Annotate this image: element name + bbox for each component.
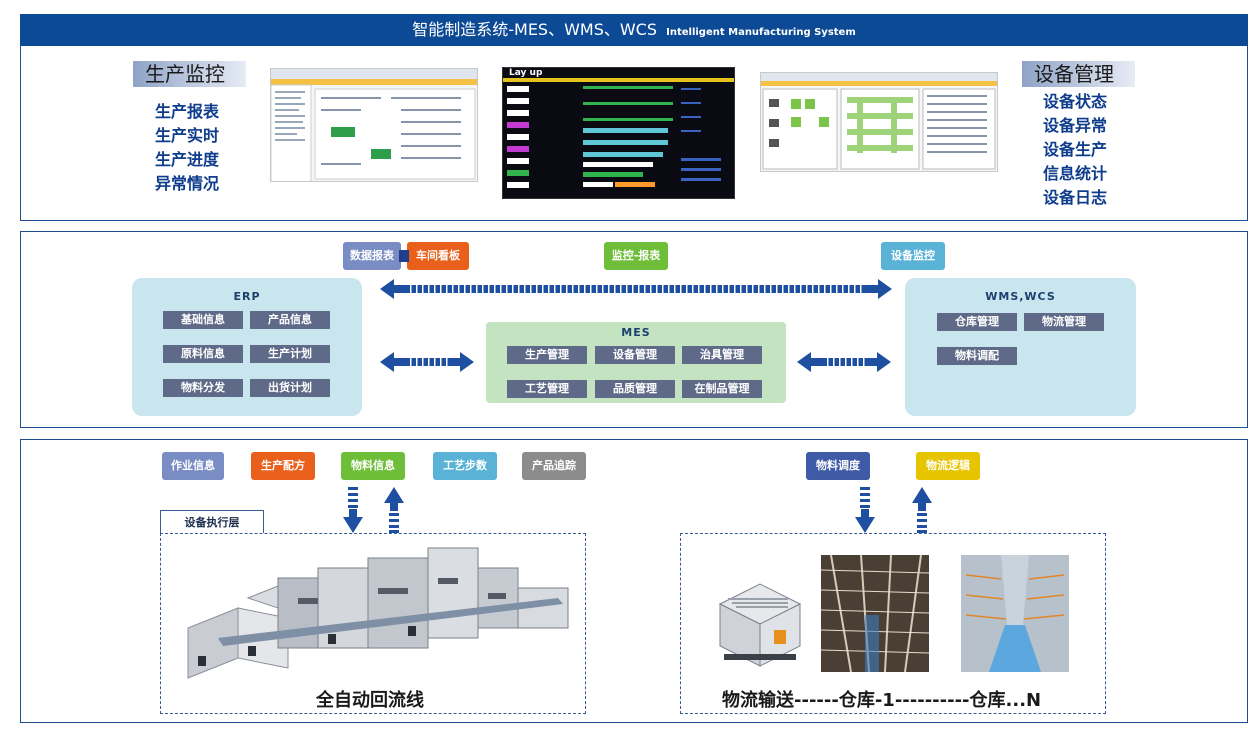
list-item: 生产进度 [155, 150, 220, 169]
erp-item: 物料分发 [163, 379, 243, 397]
production-monitor-title: 生产监控 [133, 61, 246, 87]
material-dispatch-pill: 物料调度 [806, 452, 870, 480]
list-item: 设备生产 [1043, 140, 1108, 159]
erp-mes-double-arrow [380, 352, 474, 372]
mes-title: MES [621, 326, 651, 339]
equipment-software-screenshot [760, 72, 998, 172]
logistics-box [680, 533, 1106, 714]
header-subtitle: Intelligent Manufacturing System [666, 27, 856, 38]
equipment-layer-label: 设备执行层 [160, 510, 264, 533]
erp-item: 基础信息 [163, 311, 243, 329]
logistics-caption: 物流输送------仓库-1----------仓库...N [722, 690, 1042, 711]
down-arrow-left [343, 487, 363, 533]
lay-up-monitor-screenshot: Lay up [502, 67, 735, 199]
erp-wms-double-arrow [380, 279, 892, 299]
erp-item: 出货计划 [250, 379, 330, 397]
equipment-management-title: 设备管理 [1022, 61, 1135, 87]
wms-item: 物料调配 [937, 347, 1017, 365]
up-arrow-left [384, 487, 404, 533]
equipment-execution-box [160, 533, 586, 714]
job-info-pill: 作业信息 [162, 452, 224, 480]
mes-item: 品质管理 [595, 380, 675, 398]
software-window-image [271, 69, 477, 181]
list-item: 设备日志 [1043, 188, 1108, 207]
workshop-board-pill: 车间看板 [407, 242, 469, 270]
logistics-logic-pill: 物流逻辑 [916, 452, 980, 480]
list-item: 信息统计 [1043, 164, 1108, 183]
mes-item: 生产管理 [507, 346, 587, 364]
mes-item: 工艺管理 [507, 380, 587, 398]
wms-item: 物流管理 [1024, 313, 1104, 331]
machine-block [187, 547, 569, 679]
data-report-pill: 数据报表 [343, 242, 401, 270]
erp-item: 原料信息 [163, 345, 243, 363]
wms-title: WMS,WCS [985, 290, 1056, 303]
warehouse-1-image [821, 555, 929, 672]
monitor-title: Lay up [509, 68, 543, 78]
list-item: 异常情况 [155, 174, 220, 193]
erp-panel: ERP 基础信息 产品信息 原料信息 生产计划 物料分发 出货计划 [132, 278, 362, 416]
up-arrow-right [912, 487, 932, 533]
mes-wms-double-arrow [797, 352, 891, 372]
down-arrow-right [855, 487, 875, 533]
equipment-management-list: 设备状态 设备异常 设备生产 信息统计 设备日志 [1043, 90, 1107, 210]
arrow-stripes [410, 285, 862, 293]
mes-item: 在制品管理 [682, 380, 762, 398]
header-bar: 智能制造系统-MES、WMS、WCS Intelligent Manufactu… [20, 14, 1248, 46]
list-item: 生产实时 [155, 126, 220, 145]
warehouse-n-image [961, 555, 1069, 672]
erp-item: 生产计划 [250, 345, 330, 363]
monitor-report-pill: 监控-报表 [604, 242, 668, 270]
mes-software-screenshot [270, 68, 478, 182]
list-item: 设备异常 [1043, 116, 1108, 135]
product-tracking-pill: 产品追踪 [522, 452, 586, 480]
agv-cart-image [718, 583, 802, 667]
mes-item: 治具管理 [682, 346, 762, 364]
equipment-window-image [761, 73, 997, 170]
reflow-line-image [187, 547, 569, 679]
header-title: 智能制造系统-MES、WMS、WCS [412, 20, 658, 39]
material-info-pill: 物料信息 [341, 452, 405, 480]
production-recipe-pill: 生产配方 [251, 452, 315, 480]
wms-panel: WMS,WCS 仓库管理 物流管理 物料调配 [905, 278, 1136, 416]
mes-panel: MES 生产管理 设备管理 治具管理 工艺管理 品质管理 在制品管理 [486, 322, 786, 403]
erp-title: ERP [233, 290, 261, 303]
production-monitor-list: 生产报表 生产实时 生产进度 异常情况 [155, 100, 219, 196]
reflow-line-caption: 全自动回流线 [316, 690, 424, 711]
wms-item: 仓库管理 [937, 313, 1017, 331]
erp-item: 产品信息 [250, 311, 330, 329]
equipment-monitor-pill: 设备监控 [881, 242, 945, 270]
mes-item: 设备管理 [595, 346, 675, 364]
list-item: 生产报表 [155, 102, 220, 121]
list-item: 设备状态 [1043, 92, 1108, 111]
process-steps-pill: 工艺步数 [433, 452, 497, 480]
pill-connector-square [399, 250, 409, 262]
monitor-chart-image [503, 78, 734, 188]
